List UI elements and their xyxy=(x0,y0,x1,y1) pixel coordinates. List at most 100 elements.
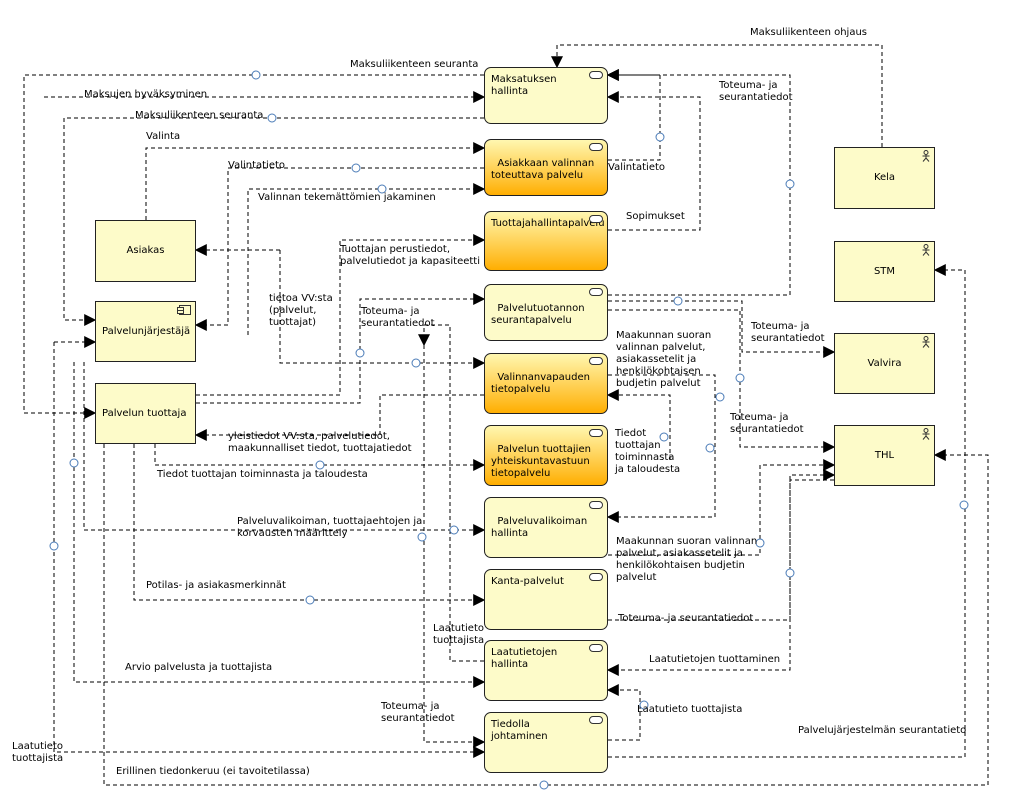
flow-connector xyxy=(606,374,716,523)
service-icon xyxy=(589,501,603,509)
asiakkaan-valinnan-label: Asiakkaan valinnan toteuttava palvelu xyxy=(491,158,595,181)
flow-connector xyxy=(145,142,486,220)
data-flow-icon xyxy=(315,460,325,470)
laatutietojen-label: Laatutietojen hallinta xyxy=(491,647,558,670)
data-flow-icon xyxy=(639,700,649,710)
service-icon xyxy=(589,71,603,79)
flow-connector xyxy=(606,69,661,161)
flow-connector xyxy=(53,342,486,758)
stm-actor[interactable]: STM xyxy=(834,241,935,302)
flow-label: Maksuliikenteen seuranta xyxy=(135,110,264,121)
flow-connector xyxy=(423,345,486,748)
flow-label: Maksuliikenteen seuranta xyxy=(350,59,479,70)
kela-actor[interactable]: Kela xyxy=(834,147,935,209)
palvelunjarjestaja-label: Palvelunjärjestäjä xyxy=(102,325,191,337)
flow-label: Toteuma- ja seurantatiedot xyxy=(730,412,804,435)
tuottajahallinta-label: Tuottajahallintapalvelu xyxy=(491,218,605,229)
flow-label: Laatutietojen tuottaminen xyxy=(649,654,781,665)
palvelunjarjestaja-component[interactable]: Palvelunjärjestäjä xyxy=(95,301,196,362)
actor-icon xyxy=(922,428,930,440)
flow-connector xyxy=(606,69,791,296)
flow-label: Toteuma- ja seurantatiedot xyxy=(381,701,455,724)
service-icon xyxy=(589,429,603,437)
flow-connector xyxy=(606,684,641,741)
flow-connector xyxy=(606,479,834,676)
thl-actor[interactable]: THL xyxy=(834,425,935,486)
flow-label: Maakunnan suoran valinnan palvelut, asia… xyxy=(616,330,712,389)
kanta-service[interactable]: Kanta-palvelut xyxy=(484,569,608,630)
flow-connector xyxy=(608,459,836,556)
data-flow-icon xyxy=(655,132,665,142)
flow-label: Maakunnan suoran valinnan palvelut, asia… xyxy=(616,536,758,583)
palvelun-tuottajien-label: Palvelun tuottajien yhteiskuntavastuun t… xyxy=(491,444,591,479)
flow-connector xyxy=(83,362,486,536)
data-flow-icon xyxy=(377,184,387,194)
palvelutuotannon-service[interactable]: Palvelutuotannon seurantapalvelu xyxy=(484,284,608,341)
data-flow-icon xyxy=(449,525,459,535)
service-icon xyxy=(589,288,603,296)
flow-connector xyxy=(608,264,966,758)
flow-label: yleistiedot VV:sta, palvelutiedot, maaku… xyxy=(228,431,412,454)
flow-connector xyxy=(247,183,486,335)
flow-connector xyxy=(606,91,701,231)
valinnanvapauden-service[interactable]: Valinnanvapauden tietopalvelu xyxy=(484,353,608,414)
flow-label: Valintatieto xyxy=(608,162,666,173)
valvira-actor[interactable]: Valvira xyxy=(834,333,935,394)
palvelun-tuottaja-component[interactable]: Palvelun tuottaja xyxy=(95,383,196,444)
maksatuksen-hallinta-service[interactable]: Maksatuksen hallinta xyxy=(484,67,608,124)
data-flow-icon xyxy=(411,358,421,368)
palvelutuotannon-label: Palvelutuotannon seurantapalvelu xyxy=(491,303,585,326)
data-flow-icon xyxy=(305,595,315,605)
data-flow-icon xyxy=(959,500,969,510)
data-flow-icon xyxy=(539,780,549,790)
flow-label: Toteuma- ja seurantatiedot xyxy=(361,306,435,329)
asiakas-label: Asiakas xyxy=(126,245,165,256)
flow-label: Palvelujärjestelmän seurantatieto xyxy=(798,725,967,736)
tiedolla-service[interactable]: Tiedolla johtaminen xyxy=(484,712,608,773)
flow-connector xyxy=(608,309,836,453)
data-flow-icon xyxy=(735,373,745,383)
data-flow-icon xyxy=(715,392,725,402)
data-flow-icon xyxy=(69,458,79,468)
service-icon xyxy=(589,143,603,151)
data-flow-icon xyxy=(355,348,365,358)
flow-label: Maksuliikenteen ohjaus xyxy=(750,27,868,38)
actor-icon xyxy=(922,244,930,256)
flow-label: tietoa VV:sta (palvelut, tuottajat) xyxy=(269,293,333,328)
laatutietojen-service[interactable]: Laatutietojen hallinta xyxy=(484,640,608,701)
flow-label: Arvio palvelusta ja tuottajista xyxy=(125,662,273,673)
flow-connector xyxy=(73,362,486,688)
data-flow-icon xyxy=(49,541,59,551)
maksatuksen-hallinta-label: Maksatuksen hallinta xyxy=(491,74,557,97)
flow-label: Tuottajan perustiedot, palvelutiedot ja … xyxy=(340,244,480,267)
asiakas-component[interactable]: Asiakas xyxy=(95,220,196,282)
flow-label: Toteuma- ja seurantatiedot xyxy=(618,613,754,624)
flow-connector xyxy=(608,469,836,621)
kanta-label: Kanta-palvelut xyxy=(491,576,564,587)
palveluvalikoiman-service[interactable]: Palveluvalikoiman hallinta xyxy=(484,497,608,558)
flow-connector xyxy=(418,324,484,662)
data-flow-icon xyxy=(785,179,795,189)
component-icon xyxy=(177,305,191,315)
flow-label: Valinnan tekemättömien jakaminen xyxy=(258,192,436,203)
palvelun-tuottajien-service[interactable]: Palvelun tuottajien yhteiskuntavastuun t… xyxy=(484,425,608,486)
data-flow-icon xyxy=(659,432,669,442)
service-icon xyxy=(589,644,603,652)
flow-label: Tiedot tuottajan toiminnasta ja taloudes… xyxy=(615,428,681,475)
flow-connector xyxy=(551,44,883,147)
data-flow-icon xyxy=(267,113,277,123)
flow-connector xyxy=(154,444,486,471)
tiedolla-label: Tiedolla johtaminen xyxy=(491,719,548,742)
data-flow-icon xyxy=(673,296,683,306)
data-flow-icon xyxy=(785,568,795,578)
actor-icon xyxy=(922,336,930,348)
flow-connector xyxy=(196,234,486,396)
asiakkaan-valinnan-service[interactable]: Asiakkaan valinnan toteuttava palvelu xyxy=(484,139,608,196)
flow-label: Sopimukset xyxy=(626,211,685,222)
thl-label: THL xyxy=(874,449,895,461)
tuottajahallinta-service[interactable]: Tuottajahallintapalvelu xyxy=(484,211,608,271)
flow-connector xyxy=(103,444,989,786)
flow-label: Toteuma- ja seurantatiedot xyxy=(719,80,793,103)
flow-connector xyxy=(194,394,484,441)
